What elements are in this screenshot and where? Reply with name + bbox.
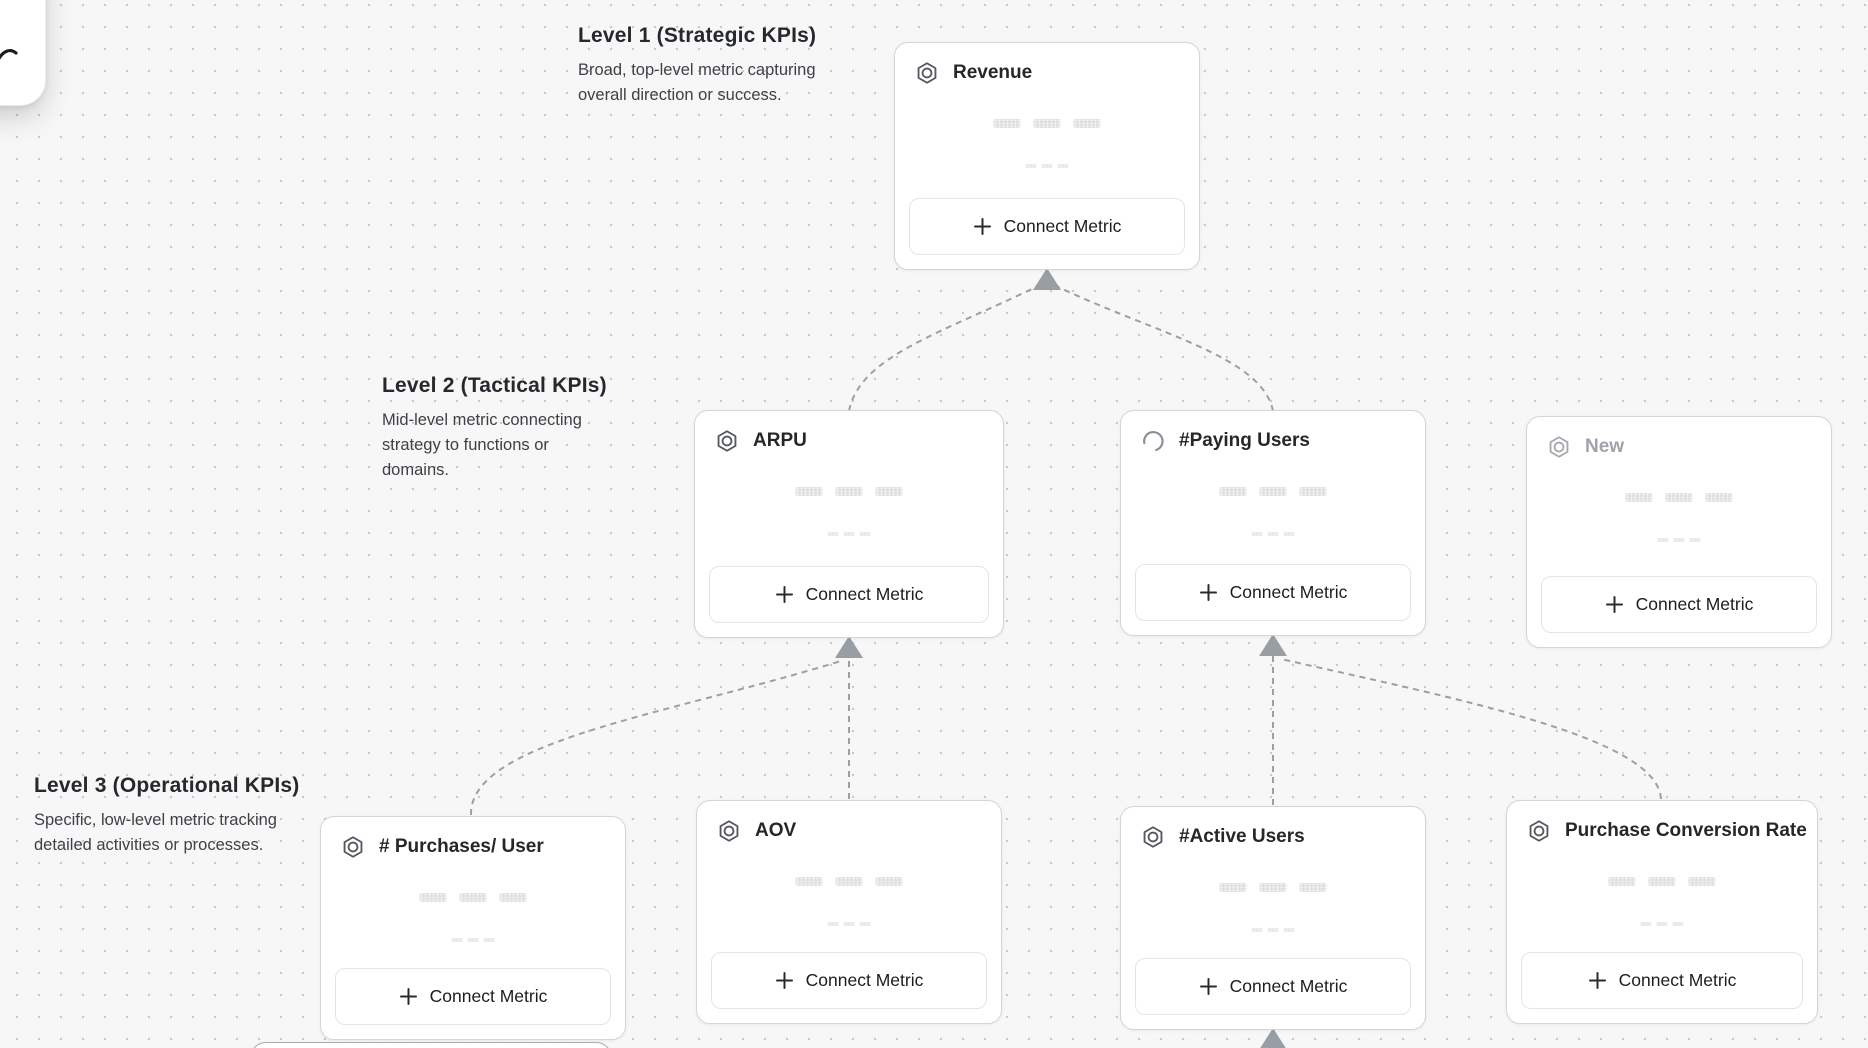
hexagon-icon	[1526, 818, 1552, 844]
metric-card-purchases-per-user[interactable]: # Purchases/ User Connect Metric	[320, 816, 626, 1040]
connector-payingusers-to-revenue	[1053, 284, 1274, 412]
connect-metric-label: Connect Metric	[805, 584, 924, 604]
card-header: Purchase Conversion Rate	[1526, 818, 1807, 844]
metric-card-revenue[interactable]: Revenue Connect Metric	[894, 42, 1200, 270]
card-header: #Paying Users	[1140, 428, 1310, 454]
hexagon-icon	[914, 60, 940, 86]
card-header: ARPU	[714, 428, 807, 454]
plus-icon	[775, 586, 793, 603]
level-3-description: Specific, low-level metric tracking deta…	[34, 811, 277, 854]
hexagon-icon	[1140, 824, 1166, 850]
connect-metric-button[interactable]: Connect Metric	[1541, 576, 1817, 633]
plus-icon	[1588, 972, 1606, 989]
connect-metric-label: Connect Metric	[429, 986, 548, 1006]
arrowhead-arpu	[835, 636, 863, 658]
level-1-description: Broad, top-level metric capturing overal…	[578, 61, 816, 104]
card-header: #Active Users	[1140, 824, 1305, 850]
connector-arpu-to-revenue	[848, 284, 1041, 412]
level-3-heading: Level 3 (Operational KPIs) Specific, low…	[34, 774, 299, 858]
card-title: # Purchases/ User	[379, 836, 544, 857]
connect-metric-button[interactable]: Connect Metric	[1521, 952, 1803, 1009]
plus-icon	[399, 988, 417, 1005]
connect-metric-button[interactable]: Connect Metric	[711, 952, 987, 1009]
floating-toolbar-panel[interactable]	[0, 0, 46, 106]
level-1-title: Level 1 (Strategic KPIs)	[578, 24, 817, 47]
connect-metric-button[interactable]: Connect Metric	[1135, 958, 1411, 1015]
card-header: # Purchases/ User	[340, 834, 544, 860]
plus-icon	[1199, 584, 1217, 601]
cursor-stroke-icon	[0, 49, 18, 60]
metric-card-active-users[interactable]: #Active Users Connect Metric	[1120, 806, 1426, 1030]
card-header: AOV	[716, 818, 796, 844]
connect-metric-label: Connect Metric	[1618, 970, 1737, 990]
connector-pcr-to-payingusers	[1280, 658, 1662, 800]
metric-card-arpu[interactable]: ARPU Connect Metric	[694, 410, 1004, 638]
metric-card-new[interactable]: New Connect Metric	[1526, 416, 1832, 648]
connect-metric-label: Connect Metric	[1229, 582, 1348, 602]
hexagon-icon	[1546, 434, 1572, 460]
hexagon-icon	[714, 428, 740, 454]
connect-metric-label: Connect Metric	[1003, 216, 1122, 236]
plus-icon	[775, 972, 793, 989]
connect-metric-label: Connect Metric	[1229, 976, 1348, 996]
card-title: #Paying Users	[1179, 430, 1310, 451]
plus-icon	[1199, 978, 1217, 995]
connect-metric-label: Connect Metric	[805, 970, 924, 990]
connector-purchases-to-arpu	[469, 660, 842, 816]
metric-card-partial[interactable]	[250, 1042, 612, 1048]
card-header: Revenue	[914, 60, 1032, 86]
level-2-heading: Level 2 (Tactical KPIs) Mid-level metric…	[382, 374, 607, 483]
card-title: New	[1585, 436, 1625, 457]
card-header: New	[1546, 434, 1624, 460]
arrowhead-payingusers	[1259, 634, 1287, 656]
arrowhead-revenue	[1033, 268, 1061, 290]
connect-metric-button[interactable]: Connect Metric	[709, 566, 989, 623]
arrowhead-activeusers	[1260, 1028, 1286, 1048]
connect-metric-button[interactable]: Connect Metric	[909, 198, 1185, 255]
card-title: ARPU	[753, 430, 807, 451]
metric-card-purchase-conversion-rate[interactable]: Purchase Conversion Rate Connect Metric	[1506, 800, 1818, 1024]
card-title: Purchase Conversion Rate	[1565, 820, 1807, 841]
hexagon-icon	[340, 834, 366, 860]
level-3-title: Level 3 (Operational KPIs)	[34, 774, 300, 797]
metric-card-aov[interactable]: AOV Connect Metric	[696, 800, 1002, 1024]
metric-card-paying-users[interactable]: #Paying Users Connect Metric	[1120, 410, 1426, 636]
connect-metric-button[interactable]: Connect Metric	[1135, 564, 1411, 621]
card-title: Revenue	[953, 62, 1033, 83]
level-2-description: Mid-level metric connecting strategy to …	[382, 411, 582, 479]
level-2-title: Level 2 (Tactical KPIs)	[382, 374, 607, 397]
card-title: AOV	[755, 820, 797, 841]
hexagon-icon	[716, 818, 742, 844]
level-1-heading: Level 1 (Strategic KPIs) Broad, top-leve…	[578, 24, 828, 108]
connect-metric-label: Connect Metric	[1635, 594, 1754, 614]
plus-icon	[1605, 596, 1623, 613]
spinner-icon	[1140, 428, 1166, 454]
card-title: #Active Users	[1179, 826, 1305, 847]
connect-metric-button[interactable]: Connect Metric	[335, 968, 611, 1025]
plus-icon	[973, 218, 991, 235]
